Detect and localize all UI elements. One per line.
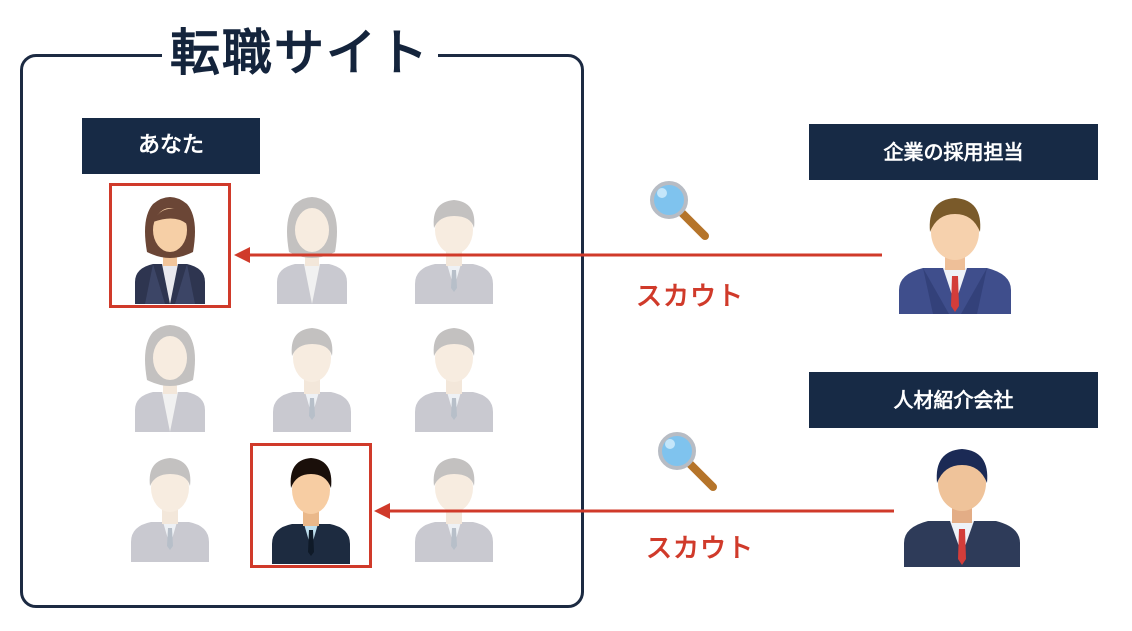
man-person-icon-faded [415, 328, 493, 432]
man-person-icon-faded [415, 458, 493, 562]
scout-arrow-to-you [234, 247, 882, 263]
woman-person-icon-faded [135, 325, 205, 432]
woman-person-icon [135, 197, 205, 304]
recruitment-agent-icon [904, 449, 1020, 567]
you-label: あなた [82, 118, 260, 174]
magnifier-icon [658, 432, 717, 491]
scout-label: スカウト [646, 534, 755, 564]
woman-person-icon-faded [277, 197, 347, 304]
man-person-icon [272, 458, 350, 564]
highlight-you [109, 183, 231, 308]
recruitment-agency-label: 人材紹介会社 [809, 372, 1098, 428]
scout-label: スカウト [636, 282, 745, 312]
magnifier-icon [650, 181, 709, 240]
highlight-scouted-candidate [250, 443, 372, 568]
man-person-icon-faded [273, 328, 351, 432]
site-title: 転職サイト [162, 22, 438, 84]
man-person-icon-faded [415, 200, 493, 304]
man-person-icon-faded [131, 458, 209, 562]
scout-arrow-to-candidate [374, 503, 894, 519]
company-recruiter-label: 企業の採用担当 [809, 124, 1098, 180]
company-recruiter-icon [899, 198, 1011, 314]
